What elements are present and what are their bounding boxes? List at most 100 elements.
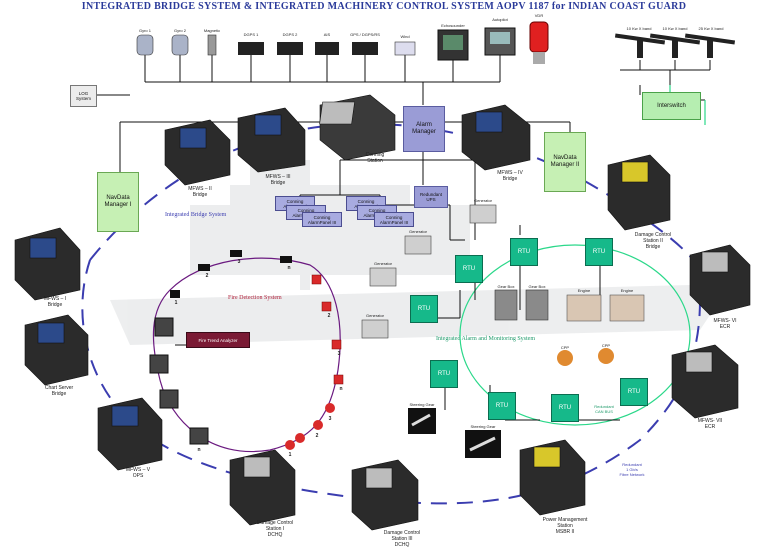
machinery-label-gear-box: Gear Box	[497, 284, 515, 289]
fire-trend-analyzer-box: Fire Trend Analyzer	[186, 332, 250, 348]
radar-lines	[620, 60, 711, 95]
propeller-icon	[598, 348, 614, 364]
machinery-label-generator: Generator	[473, 198, 492, 203]
heat-detector-icon	[285, 440, 295, 450]
console-mfws-1	[14, 227, 81, 301]
console-mfws-2	[164, 119, 231, 186]
ibs-label: Integrated Bridge System	[165, 212, 227, 218]
rtu-box: RTU	[551, 394, 579, 422]
sensor-bus	[95, 55, 501, 105]
station-label-mfws-1: MFWS – I Bridge	[43, 296, 67, 308]
gyro-icon	[136, 34, 154, 56]
redundant-ups-box: Redundant UPS	[414, 186, 448, 208]
station-label-mfws-6: MFWS- VI ECR	[713, 318, 737, 330]
fire-loop-label: 2	[327, 313, 331, 319]
wind-sensor-icon	[394, 41, 416, 56]
heat-detector-icon	[325, 403, 335, 413]
console-mfws-7	[671, 344, 739, 419]
sensor-label-ais: AIS	[323, 32, 331, 37]
manual-call-point-icon	[333, 374, 344, 385]
machinery-label-engine: Engine	[577, 288, 591, 293]
machinery-label-steering-gear: Steering Gear	[470, 424, 496, 429]
station-label-dc-2: Damage Control Station II Bridge	[634, 232, 672, 250]
consoles	[14, 94, 751, 531]
sensor-label-autopilot: Autopilot	[492, 17, 508, 22]
radar-icons	[614, 33, 736, 58]
fire-detection-label: Fire Detection System	[228, 295, 282, 301]
station-label-mfws-4: MFWS – IV Bridge	[497, 170, 523, 182]
log-system-box: LOG System	[70, 85, 97, 107]
rtu-box: RTU	[455, 255, 483, 283]
engine-icon	[609, 294, 645, 322]
manual-call-point-icon	[311, 274, 322, 285]
station-label-mfws-2: MFWS – II Bridge	[188, 186, 212, 198]
gear-box-icon	[525, 289, 549, 321]
propeller-icon	[557, 350, 573, 366]
sensor-label-dgps-2: DGPS 2	[282, 32, 298, 37]
rtu-box: RTU	[620, 378, 648, 406]
fire-panel-icon	[159, 389, 179, 409]
console-mfws-4	[461, 104, 531, 171]
station-label-mfws-5: MFWS – V OPS	[125, 467, 151, 479]
fire-loop-label: 3	[337, 351, 341, 357]
station-label-power: Power Management Station MSBR II	[542, 517, 588, 535]
compass-icon	[207, 34, 217, 56]
machinery-label-gear-box: Gear Box	[528, 284, 546, 289]
sensor-label-echosounder: Echosounder	[441, 23, 465, 28]
rtu-box: RTU	[430, 360, 458, 388]
station-label-conning: Conning Station	[365, 152, 385, 164]
smoke-detector-icon	[230, 250, 242, 257]
radar-label-3: 25 Kw X band	[698, 26, 724, 31]
machinery-label-cpp: CPP	[560, 345, 570, 350]
fire-panel-icon	[154, 317, 174, 337]
rtu-box: RTU	[510, 238, 538, 266]
fire-loop-label: n	[287, 265, 291, 271]
conning-alarm-panel: Conning AlarmPanel III	[302, 212, 342, 227]
fire-loop-label: 2	[315, 433, 319, 439]
radar-antenna-icon	[649, 33, 701, 45]
engine-icon	[566, 294, 602, 322]
smoke-detector-icon	[170, 290, 180, 298]
radar-label-2: 10 Kw X band	[662, 26, 688, 31]
fire-loop-label: 3	[328, 416, 332, 422]
ais-icon	[315, 42, 339, 55]
fire-loop-label: n	[339, 386, 343, 392]
smoke-detector-icon	[280, 256, 292, 263]
fire-loop-label: 1	[288, 452, 292, 458]
heat-detector-icon	[295, 433, 305, 443]
fire-loop-label: 2	[205, 273, 209, 279]
machinery-label-cpp: CPP	[601, 343, 611, 348]
fire-panel-icon	[189, 427, 209, 445]
gear-box-icon	[494, 289, 518, 321]
alarm-manager-box: Alarm Manager	[403, 106, 445, 152]
machinery-label-generator: Generator	[408, 229, 427, 234]
station-label-chart-server: Chart Server Bridge	[44, 385, 74, 397]
interswitch-box: Interswitch	[642, 92, 701, 120]
sensor-label-gps: GPS / DGPS/RS	[350, 32, 380, 37]
fire-loop-label: 3	[237, 259, 241, 265]
console-mfws-5	[97, 397, 163, 471]
manual-call-point-icon	[331, 339, 342, 350]
fibre-network-note: Redundant 1 Gb/s Fibre Network	[619, 462, 645, 477]
generator-icon	[404, 235, 432, 255]
console-dc-3	[351, 459, 419, 531]
navdata-manager-2-box: NavData Manager II	[544, 132, 586, 192]
console-chart-server	[24, 314, 89, 386]
console-mfws-3	[237, 107, 306, 173]
gps-receiver-icon	[277, 42, 303, 55]
sensor-label-vdr: VDR	[534, 13, 544, 18]
gyro-icon	[171, 34, 189, 56]
conning-alarm-panel: Conning AlarmPanel III	[374, 212, 414, 227]
interswitch-link	[669, 85, 706, 125]
rtu-box: RTU	[585, 238, 613, 266]
sensor-label-dgps-1: DGPS 1	[243, 32, 259, 37]
sensor-label-magnetic: Magnetic	[203, 28, 221, 33]
sensor-icons	[136, 21, 549, 64]
sensor-label-gyro-1: Gyro 1	[138, 28, 151, 33]
console-conning	[319, 94, 396, 161]
station-label-dc-3: Damage Control Station III DCHQ	[383, 530, 421, 548]
fire-loop-label: 1	[174, 300, 178, 306]
radar-label-1: 10 Kw X band	[626, 26, 652, 31]
iams-ring	[459, 244, 691, 426]
